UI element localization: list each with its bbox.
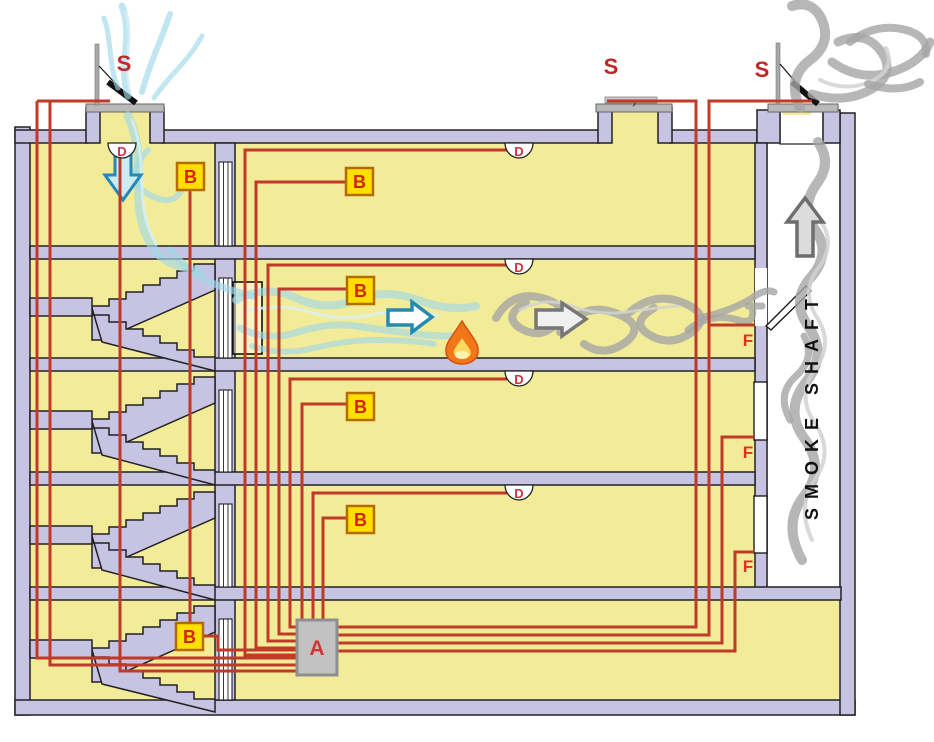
call-point-label: B bbox=[184, 167, 197, 187]
damper-label: F bbox=[743, 557, 753, 576]
stair-flight bbox=[91, 376, 216, 454]
floor-slab-4 bbox=[29, 586, 842, 601]
open-damper-opening bbox=[755, 268, 767, 326]
wire-run bbox=[254, 180, 346, 650]
wire-run bbox=[277, 287, 347, 636]
smoke-right-arrow-icon bbox=[534, 299, 590, 340]
floor-slab-3 bbox=[29, 471, 756, 486]
call-point: B bbox=[344, 166, 375, 197]
stair-door bbox=[218, 389, 233, 473]
fresh-air-swirl-above-vent bbox=[101, 2, 205, 101]
stair-half-landing bbox=[29, 639, 93, 659]
detector-label: D bbox=[514, 144, 523, 159]
smoke-detector: D bbox=[504, 142, 534, 159]
roof-vents bbox=[85, 42, 839, 116]
smoke-detector: D bbox=[504, 258, 534, 275]
call-point: B bbox=[175, 161, 206, 192]
wire-run bbox=[300, 402, 347, 621]
stair-door bbox=[218, 503, 233, 588]
vent-label: S bbox=[117, 51, 132, 76]
vent-label: S bbox=[755, 57, 770, 82]
wall-left bbox=[14, 126, 31, 716]
wire-run bbox=[337, 99, 812, 637]
detector-label: D bbox=[514, 372, 523, 387]
wiring bbox=[35, 99, 812, 673]
stair-door bbox=[218, 161, 233, 247]
wire-run bbox=[321, 516, 347, 621]
detector-label: D bbox=[514, 486, 523, 501]
staircase bbox=[29, 263, 216, 713]
wire-run bbox=[243, 148, 507, 657]
call-point: B bbox=[174, 621, 205, 652]
call-point-label: B bbox=[354, 397, 367, 417]
stair-flight bbox=[91, 420, 216, 486]
stair-half-landing bbox=[29, 410, 93, 430]
call-point-label: B bbox=[354, 281, 367, 301]
smoke-graphics bbox=[492, 0, 934, 565]
call-point: B bbox=[345, 504, 376, 535]
vent-plate bbox=[595, 103, 673, 113]
control-panel: A bbox=[295, 618, 339, 677]
call-point-label: B bbox=[353, 172, 366, 192]
stair-flight bbox=[91, 263, 216, 341]
wire-run bbox=[337, 435, 754, 645]
wire-run bbox=[35, 101, 297, 660]
smoke-plume-above-shaft bbox=[787, 0, 934, 113]
call-point-label: B bbox=[183, 627, 196, 647]
wall-right bbox=[839, 112, 856, 716]
roof-slab-middle bbox=[161, 129, 601, 144]
vent-opening bbox=[783, 111, 811, 115]
flame-icon bbox=[445, 319, 479, 365]
closed-damper bbox=[753, 381, 768, 441]
vent-label: S bbox=[604, 54, 619, 79]
shaft-neck-wall-left bbox=[756, 109, 781, 144]
building-structure bbox=[14, 106, 856, 716]
damper-label: F bbox=[743, 331, 753, 350]
corridor-vent-penthouse-interior bbox=[612, 109, 658, 145]
vent-mast bbox=[94, 43, 100, 106]
call-point: B bbox=[345, 275, 376, 306]
devices: D D D D D B B B bbox=[107, 51, 822, 677]
stair-flight bbox=[91, 307, 216, 372]
wire-run bbox=[266, 263, 507, 643]
smoke-detector: D bbox=[504, 484, 534, 501]
detector-label: D bbox=[514, 260, 523, 275]
wire-run bbox=[288, 377, 507, 629]
slab-bottom bbox=[14, 699, 856, 716]
shaft-neck-wall-right bbox=[822, 109, 841, 144]
stair-half-landing bbox=[29, 525, 93, 545]
vent-mast bbox=[775, 42, 781, 105]
stair-flight bbox=[91, 491, 216, 569]
stair-flight bbox=[91, 535, 216, 601]
wire-run bbox=[202, 634, 297, 652]
air-right-arrow-icon bbox=[386, 298, 435, 336]
smoke-detector: D bbox=[504, 370, 534, 387]
call-point: B bbox=[345, 391, 376, 422]
smoke-up-arrow-icon bbox=[783, 195, 827, 258]
vent-opening bbox=[103, 111, 131, 116]
smoke-shaft-caption: SMOKE SHAFT bbox=[802, 290, 822, 520]
detector-label: D bbox=[117, 144, 126, 159]
wire-run bbox=[118, 158, 297, 673]
control-panel-label: A bbox=[309, 637, 324, 660]
closed-damper bbox=[753, 495, 768, 554]
wire-run bbox=[337, 550, 754, 653]
stair-half-landing bbox=[29, 297, 93, 317]
shaft-dampers bbox=[753, 268, 812, 554]
smoke-swirl-corridor bbox=[492, 287, 778, 355]
corridor-roof-vent-closed bbox=[595, 96, 673, 113]
wire-run bbox=[311, 491, 507, 621]
wire-run bbox=[337, 99, 698, 629]
smoke-detector: D bbox=[107, 142, 137, 159]
floor-slab-1 bbox=[29, 245, 756, 260]
roof-slab-right bbox=[669, 129, 758, 144]
floor-slab-2 bbox=[29, 357, 756, 372]
vent-open-flap bbox=[106, 79, 138, 106]
call-point-label: B bbox=[354, 510, 367, 530]
vent-plate bbox=[85, 103, 165, 113]
smoke-column-shaft bbox=[780, 137, 830, 565]
wire-run bbox=[48, 101, 297, 667]
damper-label: F bbox=[743, 443, 753, 462]
